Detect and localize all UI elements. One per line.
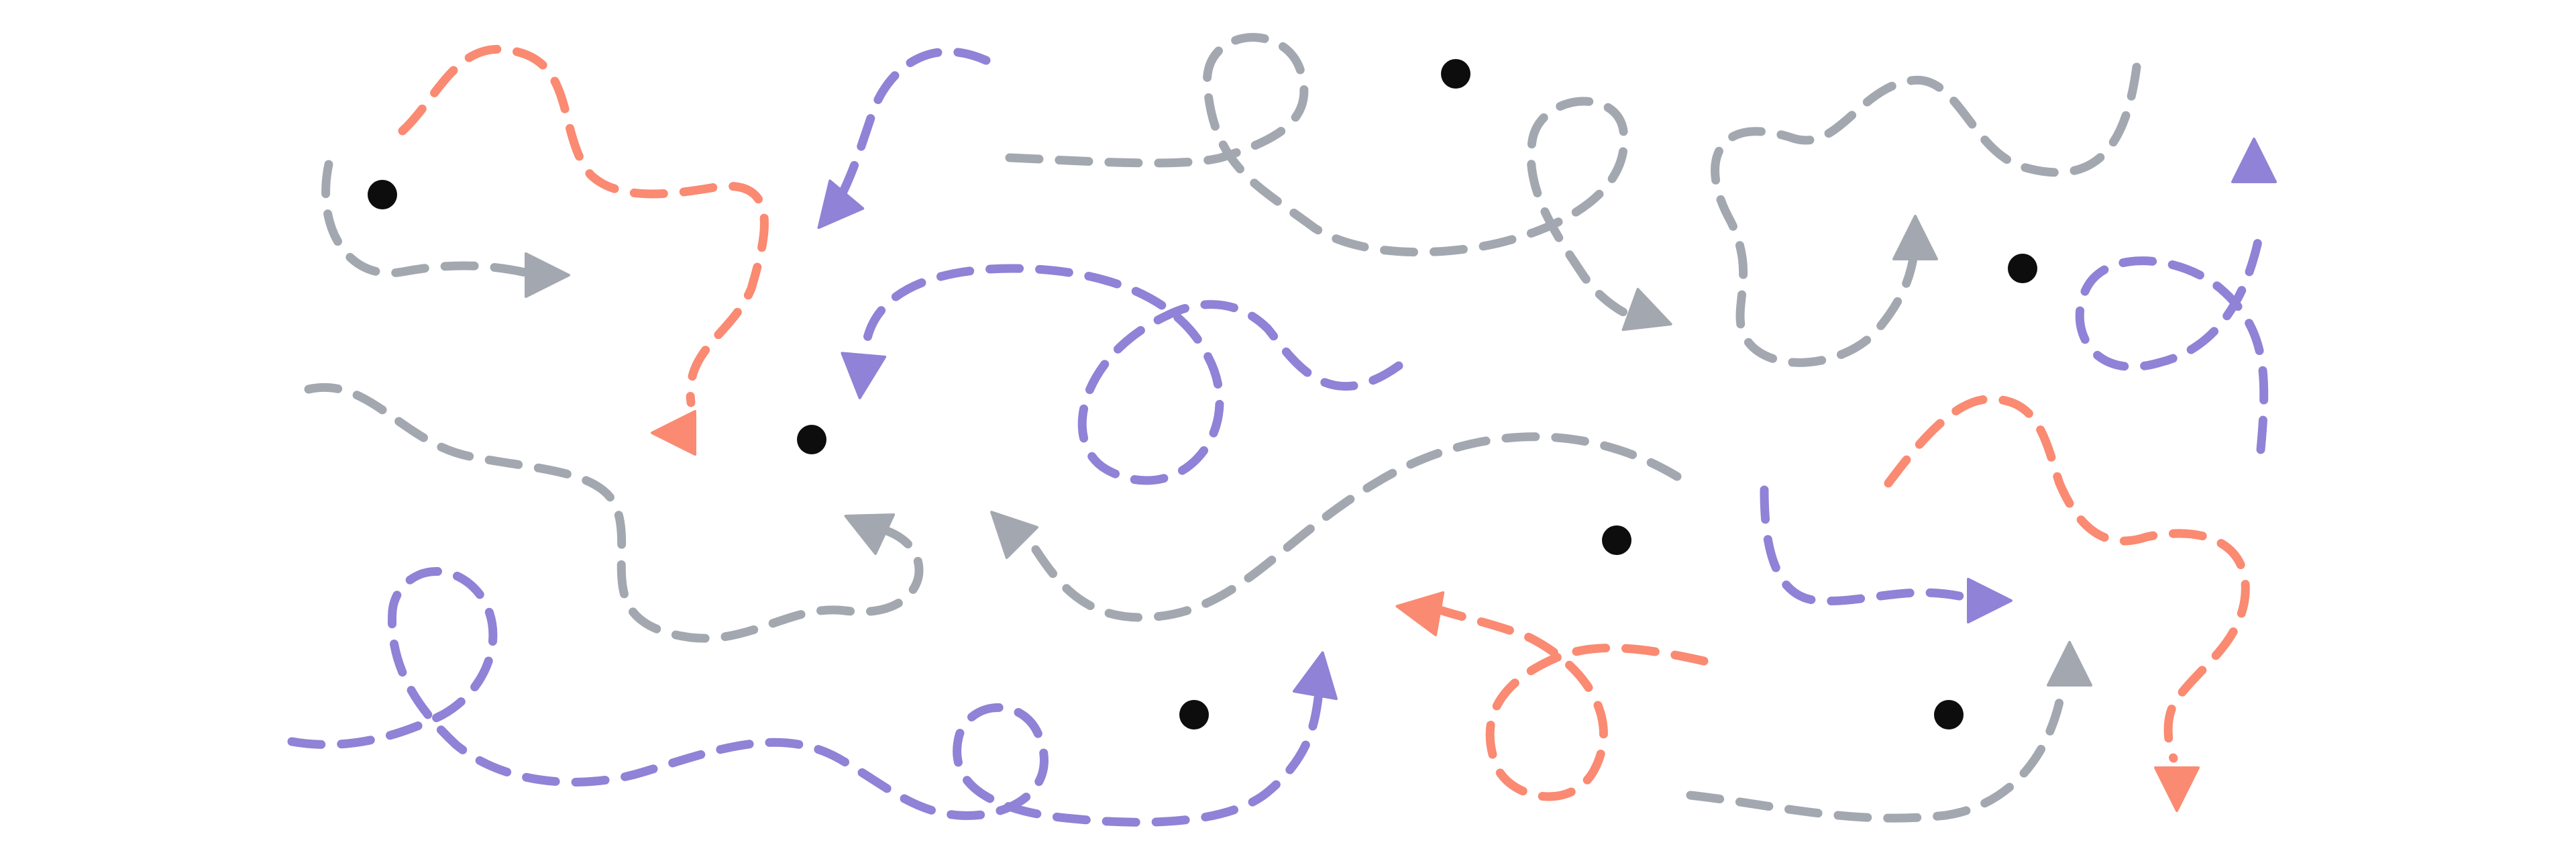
path-gray-top-double-loop <box>1005 33 1629 317</box>
arrowhead-gray-top-right <box>1621 288 1672 332</box>
arrowhead-salmon-bottom <box>1395 591 1445 637</box>
path-purple-top-curve <box>834 47 991 206</box>
path-purple-right-loop <box>2075 223 2269 454</box>
arrowhead-purple-top <box>817 179 865 230</box>
path-gray-topright-blob <box>1711 62 2141 367</box>
black-dot-1 <box>368 180 397 209</box>
black-dot-2 <box>797 425 826 454</box>
path-gray-center-long <box>1025 432 1682 622</box>
black-dot-5 <box>1602 525 1631 555</box>
arrowhead-purple-mid-left <box>841 352 887 399</box>
arrowhead-gray-center <box>990 511 1039 560</box>
black-dot-4 <box>2008 254 2037 283</box>
path-purple-bottom-long <box>287 567 1323 827</box>
path-salmon-bottom-loop <box>1438 606 1709 801</box>
arrowhead-purple-far-right-up <box>2231 138 2277 183</box>
arrowhead-salmon-right-bottom <box>2154 766 2200 812</box>
arrowhead-purple-mid-right <box>1967 578 2012 623</box>
arrowhead-gray-topright-up <box>1892 215 1938 260</box>
arrowhead-gray-center-left <box>844 513 896 555</box>
arrowhead-salmon-left <box>651 410 696 456</box>
path-purple-mid-loop <box>861 264 1403 485</box>
path-gray-topleft-hook <box>321 160 541 280</box>
path-purple-mid-right-hook <box>1760 485 1970 606</box>
black-dot-7 <box>1934 700 1964 729</box>
arrowhead-gray-topleft <box>525 252 570 298</box>
arrowhead-gray-bottom-right-up <box>2047 641 2092 687</box>
path-gray-bottom-right <box>1686 680 2068 823</box>
path-salmon-right-wave <box>1884 395 2250 763</box>
path-gray-left-long <box>304 383 924 643</box>
black-dot-3 <box>1441 59 1470 89</box>
black-dot-6 <box>1179 700 1209 729</box>
arrowhead-purple-bottom-up <box>1292 651 1338 701</box>
path-salmon-topleft-wave <box>398 44 769 407</box>
